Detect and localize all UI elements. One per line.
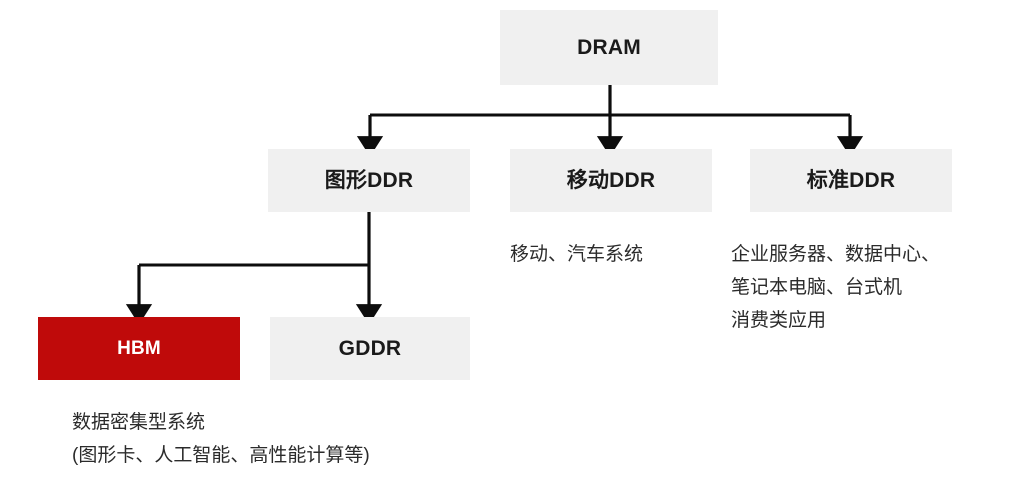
node-standard-ddr-label: 标准DDR bbox=[806, 169, 896, 192]
node-graphics-ddr[interactable]: 图形DDR bbox=[268, 149, 470, 212]
caption-standard-ddr: 企业服务器、数据中心、 笔记本电脑、台式机 消费类应用 bbox=[731, 238, 940, 337]
node-standard-ddr[interactable]: 标准DDR bbox=[750, 149, 952, 212]
node-gddr-label: GDDR bbox=[338, 337, 402, 360]
caption-mobile-ddr-line-1: 移动、汽车系统 bbox=[510, 244, 644, 265]
caption-mobile-ddr: 移动、汽车系统 bbox=[510, 238, 643, 271]
caption-standard-ddr-line-2: 笔记本电脑、台式机 bbox=[731, 277, 903, 298]
caption-standard-ddr-line-3: 消费类应用 bbox=[731, 310, 827, 331]
node-gddr[interactable]: GDDR bbox=[270, 317, 470, 380]
caption-hbm-line-1: 数据密集型系统 bbox=[72, 412, 206, 433]
caption-hbm-line-2: (图形卡、人工智能、高性能计算等) bbox=[72, 445, 370, 466]
node-dram-label: DRAM bbox=[577, 36, 641, 59]
caption-standard-ddr-line-1: 企业服务器、数据中心、 bbox=[731, 244, 941, 265]
node-mobile-ddr-label: 移动DDR bbox=[566, 169, 656, 192]
node-hbm[interactable]: HBM bbox=[38, 317, 240, 380]
node-mobile-ddr[interactable]: 移动DDR bbox=[510, 149, 712, 212]
node-graphics-ddr-label: 图形DDR bbox=[324, 169, 414, 192]
node-dram[interactable]: DRAM bbox=[500, 10, 718, 85]
caption-hbm: 数据密集型系统 (图形卡、人工智能、高性能计算等) bbox=[72, 406, 370, 472]
node-hbm-label: HBM bbox=[117, 338, 161, 359]
